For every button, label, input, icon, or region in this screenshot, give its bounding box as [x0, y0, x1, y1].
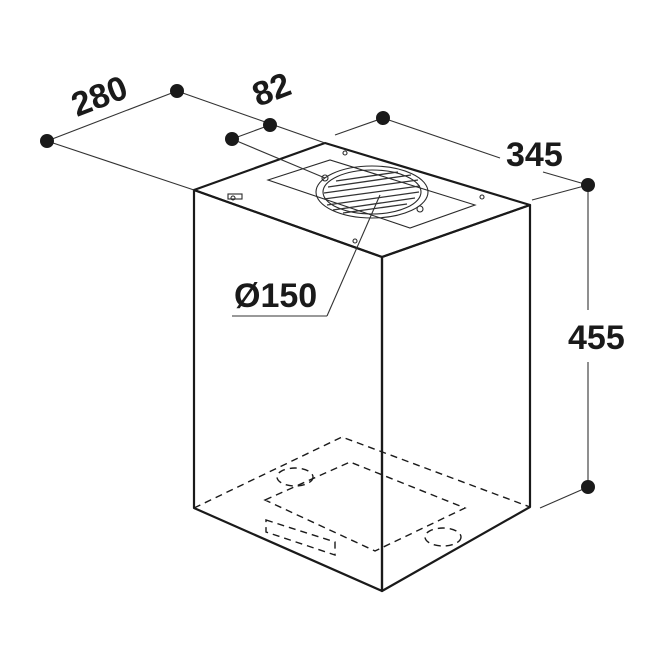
dim-endpoint: [170, 84, 184, 98]
screw-hole: [479, 194, 485, 200]
light-outline: [276, 467, 314, 487]
dim-endpoint: [40, 134, 54, 148]
dimension-labels: 280 82 345 455 Ø150: [66, 65, 624, 357]
diameter-label: Ø150: [234, 277, 317, 315]
right-face: [380, 203, 532, 593]
mounting-plate: [266, 159, 477, 229]
dimension-dots: [40, 84, 595, 494]
filter-outline: [263, 461, 467, 552]
left-face: [192, 188, 384, 593]
hidden-bottom: [193, 436, 531, 556]
screw-hole: [230, 195, 236, 201]
screw-hole: [352, 238, 358, 244]
dim-endpoint: [581, 178, 595, 192]
outlet-screw: [416, 205, 424, 213]
width-label: 345: [506, 136, 563, 174]
dim-endpoint: [376, 111, 390, 125]
screw-hole: [342, 150, 348, 156]
outlet-screw: [321, 174, 329, 182]
dim-endpoint: [581, 480, 595, 494]
control-panel-outline: [265, 519, 336, 556]
offset-label: 82: [247, 65, 296, 114]
top-plate: [227, 150, 485, 244]
dim-endpoint: [263, 118, 277, 132]
height-label: 455: [568, 319, 625, 357]
light-outline: [424, 527, 462, 547]
outlet-ring-outer: [315, 165, 429, 219]
dim-endpoint: [225, 132, 239, 146]
outlet-grille: [315, 165, 429, 219]
clip: [227, 193, 243, 200]
depth-label: 280: [66, 69, 133, 125]
